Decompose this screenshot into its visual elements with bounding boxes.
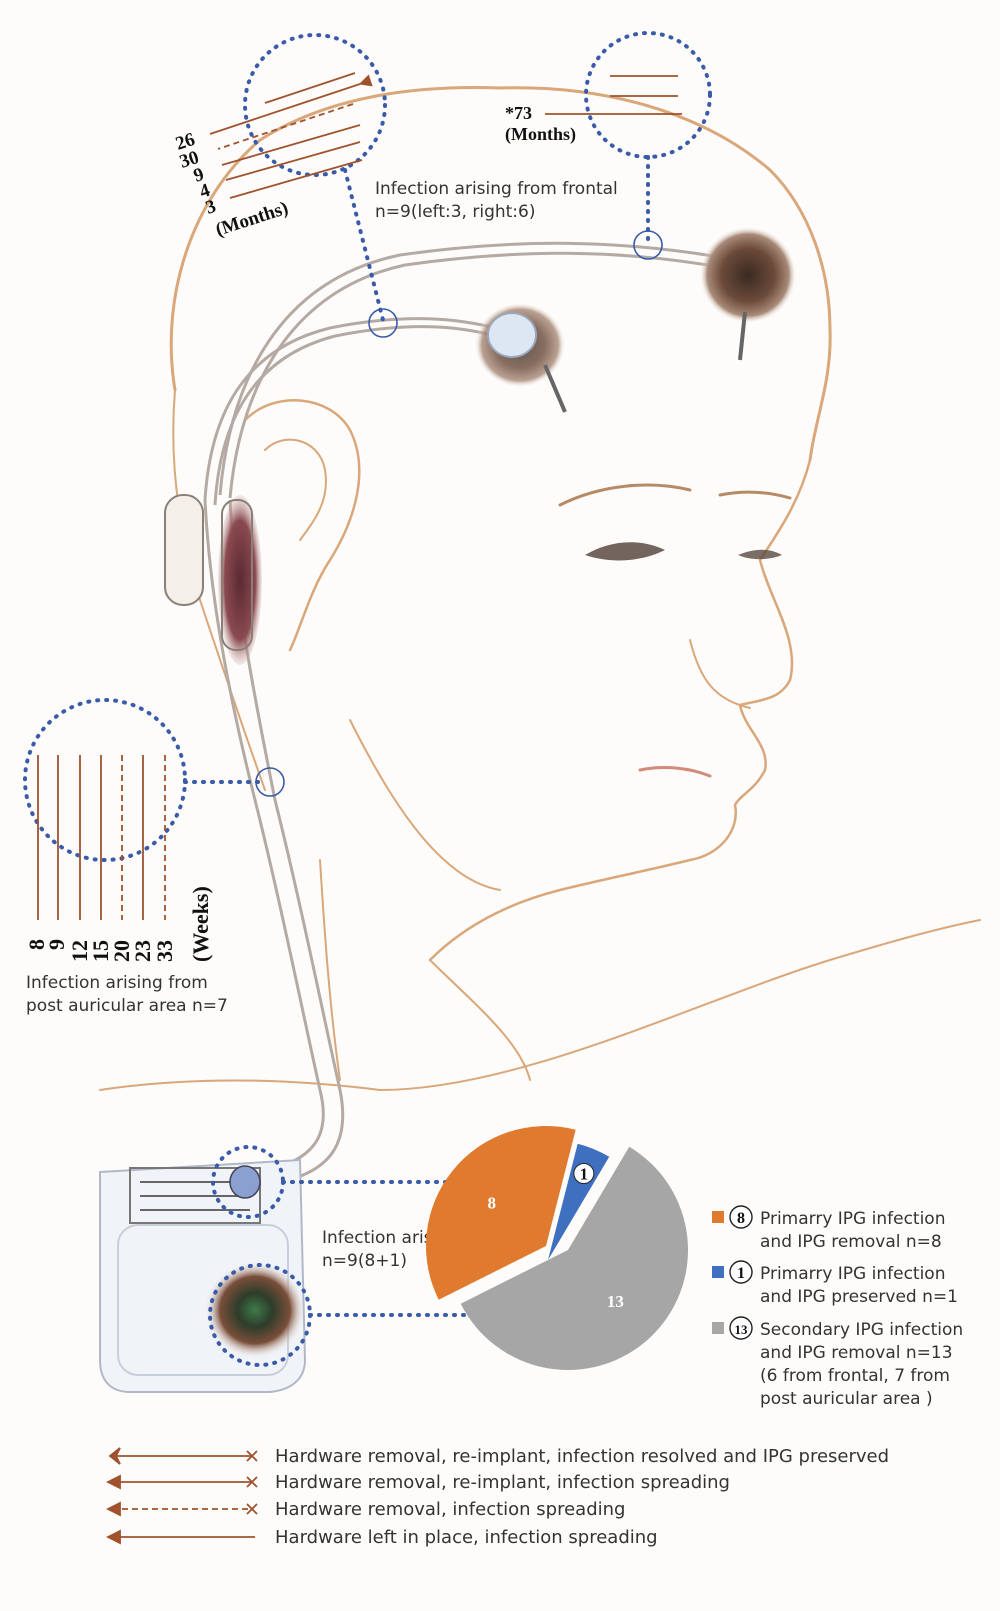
legend-swatch <box>712 1266 724 1278</box>
head-illustration <box>99 86 981 1092</box>
frontal-value-5: 3 <box>203 196 219 219</box>
pa-label-line1: Infection arising from <box>26 973 208 993</box>
pie-label-13: 13 <box>607 1292 624 1311</box>
pa-label-line2: post auricular area n=7 <box>26 996 228 1016</box>
legend-text-3: Hardware removal, infection spreading <box>275 1499 625 1520</box>
legend-text-line: Secondary IPG infection <box>760 1320 963 1340</box>
legend-text-line: post auricular area ) <box>760 1389 933 1409</box>
legend-row-removal-spreading <box>105 1501 258 1517</box>
pa-value-4: 15 <box>88 940 113 962</box>
legend-number: 13 <box>735 1322 749 1337</box>
legend-text-4: Hardware left in place, infection spread… <box>275 1527 658 1548</box>
frontal-left-unit: (Months) <box>213 198 291 241</box>
pa-value-6: 23 <box>130 940 155 962</box>
pie-slice-8 <box>425 1126 576 1300</box>
frontal-label-line1: Infection arising from frontal <box>375 179 618 199</box>
legend-text-line: and IPG removal n=13 <box>760 1343 953 1363</box>
pie-label-1: 1 <box>580 1165 589 1184</box>
arrowhead-resolved-icon <box>108 1447 121 1465</box>
legend-text-line: Primarry IPG infection <box>760 1209 945 1229</box>
pa-value-2: 9 <box>44 939 69 950</box>
legend-text-2: Hardware removal, re-implant, infection … <box>275 1472 730 1493</box>
legend-text-line: (6 from frontal, 7 from <box>760 1366 950 1386</box>
connector-boxes <box>164 494 262 665</box>
legend-row-spreading-reimplant <box>105 1474 258 1490</box>
pa-value-7: 33 <box>152 940 177 962</box>
pie-label-circle <box>573 1163 595 1185</box>
legend-text-line: and IPG preserved n=1 <box>760 1287 958 1307</box>
pa-value-5: 20 <box>109 940 134 962</box>
arrow-left-icon <box>105 1474 121 1490</box>
arrow-left-icon <box>105 1501 121 1517</box>
dotted-callouts <box>23 31 712 1367</box>
frontal-right-value: *73 <box>505 103 532 123</box>
legend-number-circle <box>729 1316 753 1340</box>
legend-number-circle <box>729 1205 753 1229</box>
legend-swatch <box>712 1211 724 1223</box>
pie-slice-13 <box>460 1146 689 1370</box>
frontal-right-unit: (Months) <box>505 124 576 145</box>
legend-number: 8 <box>737 1210 745 1227</box>
pa-unit: (Weeks) <box>188 886 213 962</box>
eyes <box>585 542 782 561</box>
legend-swatch <box>712 1322 724 1334</box>
frontal-right-arrows <box>545 75 682 115</box>
frontal-wounds <box>475 227 796 413</box>
frontal-left-arrows <box>209 72 373 199</box>
arrow-left-icon <box>105 1529 121 1545</box>
legend-text-line: and IPG removal n=8 <box>760 1232 942 1252</box>
frontal-right-values: *73 (Months) <box>505 103 576 145</box>
pa-value-1: 8 <box>24 939 49 950</box>
postauricular-values: 8 9 12 15 20 23 33 (Weeks) <box>24 886 213 962</box>
frontal-label-line2: n=9(left:3, right:6) <box>375 202 535 222</box>
ipg-pie-chart: 8 1 13 <box>425 1126 689 1370</box>
pie-label-8: 8 <box>488 1193 497 1212</box>
postauricular-arrows <box>37 755 166 920</box>
focus-rings <box>255 230 663 797</box>
cross-icon <box>246 1450 258 1462</box>
lead-wires <box>203 241 726 1187</box>
legend-number: 1 <box>737 1265 745 1282</box>
ipg-device <box>99 1158 307 1393</box>
legend-number-circle <box>729 1260 753 1284</box>
ipg-label-line2: n=9(8+1) <box>322 1251 407 1271</box>
legend-row-resolved <box>108 1447 258 1465</box>
arrow-legend: Hardware removal, re-implant, infection … <box>105 1446 889 1548</box>
cross-icon <box>246 1503 258 1515</box>
legend-row-left-in-place <box>105 1529 255 1545</box>
cross-icon <box>246 1476 258 1488</box>
legend-text-1: Hardware removal, re-implant, infection … <box>275 1446 889 1467</box>
pa-value-3: 12 <box>67 940 92 962</box>
legend-text-line: Primarry IPG infection <box>760 1264 945 1284</box>
